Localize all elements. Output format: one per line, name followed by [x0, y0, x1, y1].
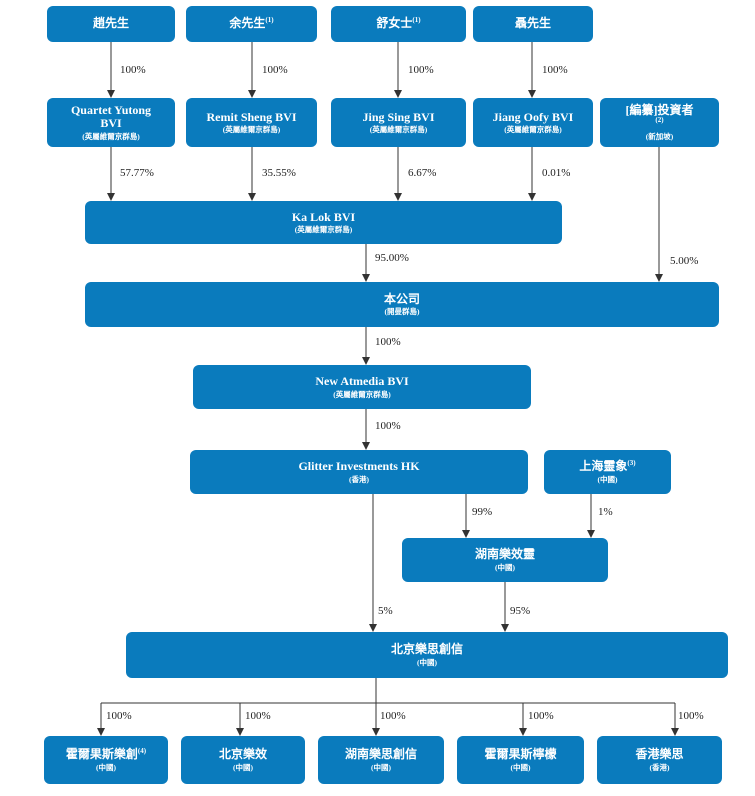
node-jiang-oofy-bvi: Jiang Oofy BVI (英屬維爾京群島) — [473, 98, 593, 147]
pct-glitter-hnlxy: 99% — [472, 506, 493, 518]
pct-nie-jiangoofy: 100% — [542, 64, 568, 76]
node-shanghai-lingxiang: 上海靈象(3) (中國) — [544, 450, 671, 494]
node-nie: 聶先生 — [473, 6, 593, 42]
node-horgos-lechuang: 霍爾果斯樂創(4) (中國) — [44, 736, 168, 784]
pct-bjlscx-hkls: 100% — [678, 710, 704, 722]
node-zhao: 趙先生 — [47, 6, 175, 42]
node-hunan-lesi-chuangxin: 湖南樂思創信 (中國) — [318, 736, 444, 784]
node-beijing-lesi-chuangxin: 北京樂思創信 (中國) — [126, 632, 728, 678]
node-jing-sing-bvi: Jing Sing BVI (英屬維爾京群島) — [331, 98, 466, 147]
pct-glitter-bjlscx: 5% — [378, 605, 393, 617]
node-glitter-investments-hk: Glitter Investments HK (香港) — [190, 450, 528, 494]
pct-remit-kalok: 35.55% — [262, 167, 296, 179]
pct-investor-company: 5.00% — [670, 255, 699, 267]
pct-kalok-company: 95.00% — [375, 252, 409, 264]
pct-atmedia-glitter: 100% — [375, 420, 401, 432]
pct-bjlscx-hegs: 100% — [106, 710, 132, 722]
node-quartet-yutong-bvi: Quartet Yutong BVI (英屬維爾京群島) — [47, 98, 175, 147]
node-new-atmedia-bvi: New Atmedia BVI (英屬維爾京群島) — [193, 365, 531, 409]
node-hong-kong-lesi: 香港樂思 (香港) — [597, 736, 722, 784]
node-company: 本公司 (開曼群島) — [85, 282, 719, 327]
pct-jingsing-kalok: 6.67% — [408, 167, 437, 179]
pct-bjlscx-hegsnm: 100% — [528, 710, 554, 722]
node-remit-sheng-bvi: Remit Sheng BVI (英屬維爾京群島) — [186, 98, 317, 147]
node-beijing-lexiao: 北京樂效 (中國) — [181, 736, 305, 784]
pct-shlx-hnlxy: 1% — [598, 506, 613, 518]
pct-jiangoofy-kalok: 0.01% — [542, 167, 571, 179]
pct-shu-jingsing: 100% — [408, 64, 434, 76]
pct-zhao-quartet: 100% — [120, 64, 146, 76]
pct-quartet-kalok: 57.77% — [120, 167, 154, 179]
pct-company-atmedia: 100% — [375, 336, 401, 348]
node-investor: [編纂]投資者(2) (新加坡) — [600, 98, 719, 147]
node-horgos-ningmeng: 霍爾果斯檸檬 (中國) — [457, 736, 584, 784]
pct-yu-remit: 100% — [262, 64, 288, 76]
pct-bjlscx-hnlscx: 100% — [380, 710, 406, 722]
node-shu: 舒女士(1) — [331, 6, 466, 42]
node-ka-lok-bvi: Ka Lok BVI (英屬維爾京群島) — [85, 201, 562, 244]
pct-hnlxy-bjlscx: 95% — [510, 605, 531, 617]
pct-bjlscx-bjlx: 100% — [245, 710, 271, 722]
node-hunan-lexiaoling: 湖南樂效靈 (中國) — [402, 538, 608, 582]
node-yu: 余先生(1) — [186, 6, 317, 42]
